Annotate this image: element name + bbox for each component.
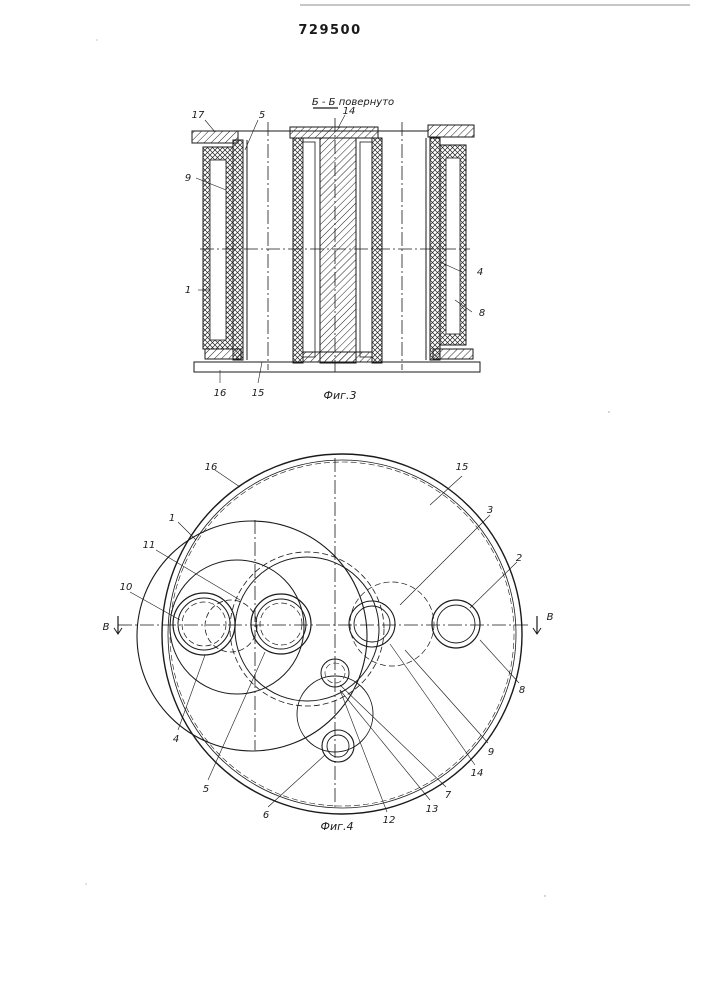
callout-16: 16 xyxy=(214,388,227,399)
flange-top-left xyxy=(192,131,238,143)
callout-1: 1 xyxy=(169,513,175,524)
callout-14: 14 xyxy=(471,768,484,779)
large-disk xyxy=(137,521,367,751)
flange-top-center xyxy=(290,127,378,138)
callout-11: 11 xyxy=(143,540,156,551)
callout-4: 4 xyxy=(477,267,483,278)
section-mark-right: В xyxy=(547,612,554,623)
callout-8: 8 xyxy=(479,308,485,319)
figure-3: Б - Б повернуто xyxy=(185,97,485,402)
small-ring xyxy=(349,601,395,647)
callout-12: 12 xyxy=(383,815,396,826)
figure-4-caption: Фиг.4 xyxy=(321,820,354,833)
callout-8: 8 xyxy=(519,685,525,696)
callout-13: 13 xyxy=(426,804,439,815)
callout-7: 7 xyxy=(445,790,452,801)
patent-number: 729500 xyxy=(298,23,361,38)
callout-10: 10 xyxy=(120,582,133,593)
callout-15: 15 xyxy=(456,462,469,473)
right-winding-core xyxy=(446,158,460,334)
orbit-ring xyxy=(350,582,434,666)
callout-2: 2 xyxy=(516,553,522,564)
center-wall-right xyxy=(372,138,382,363)
callout-4: 4 xyxy=(173,734,179,745)
callout-9: 9 xyxy=(488,747,494,758)
outer-housing xyxy=(162,454,522,814)
callout-14: 14 xyxy=(343,106,356,117)
callout-3: 3 xyxy=(487,505,493,516)
callout-5: 5 xyxy=(203,784,209,795)
inner-disk xyxy=(170,560,304,694)
callout-17: 17 xyxy=(192,110,205,121)
figure-3-caption: Фиг.3 xyxy=(324,389,357,402)
callout-6: 6 xyxy=(263,810,269,821)
section-mark-left: В xyxy=(103,622,110,633)
callout-5: 5 xyxy=(259,110,265,121)
callout-16: 16 xyxy=(205,462,218,473)
center-core xyxy=(320,138,356,363)
figure-4: 16 15 1 3 11 2 10 4 8 5 9 14 7 13 6 12 В… xyxy=(103,454,554,833)
callout-9: 9 xyxy=(185,173,191,184)
flange-top-right xyxy=(428,125,474,137)
right-ring xyxy=(432,600,480,648)
callout-1: 1 xyxy=(185,285,191,296)
callout-15: 15 xyxy=(252,388,265,399)
left-insulation xyxy=(233,140,243,360)
center-wall-left xyxy=(293,138,303,363)
